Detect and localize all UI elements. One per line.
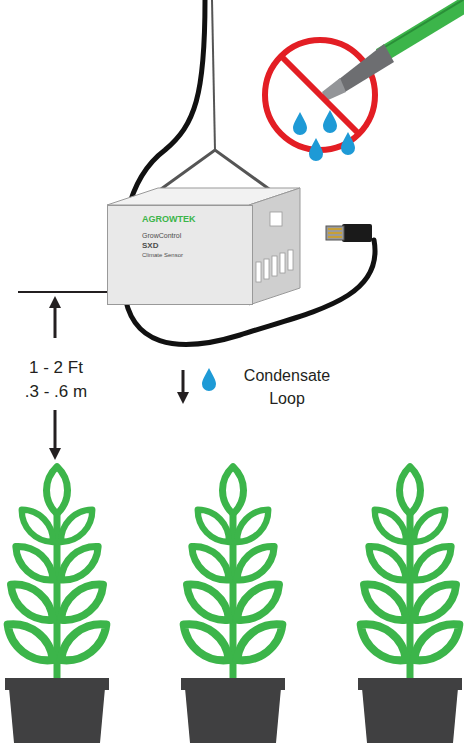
condensate-arrow [177, 368, 216, 404]
plant-right [353, 467, 464, 743]
plant-left [0, 467, 113, 743]
callout-label: Condensate Loop [232, 364, 342, 410]
product-name: SXD [142, 241, 248, 250]
dimension-label: .3 - .6 m [6, 380, 106, 403]
no-water-spray-sign [265, 0, 464, 161]
sensor-face: AGROWTEK GrowControlSXD Climate Sensor [107, 205, 253, 305]
device-vents [256, 212, 293, 282]
rj45-connector [326, 224, 372, 242]
hanging-string [212, 0, 215, 150]
device-side [249, 188, 300, 305]
plant-middle [176, 467, 289, 743]
brand-logo: AGROWTEK [142, 214, 248, 224]
product-name: GrowControl [142, 232, 248, 240]
product-name: Climate Sensor [142, 252, 248, 259]
dimension-label: 1 - 2 Ft [6, 356, 106, 379]
